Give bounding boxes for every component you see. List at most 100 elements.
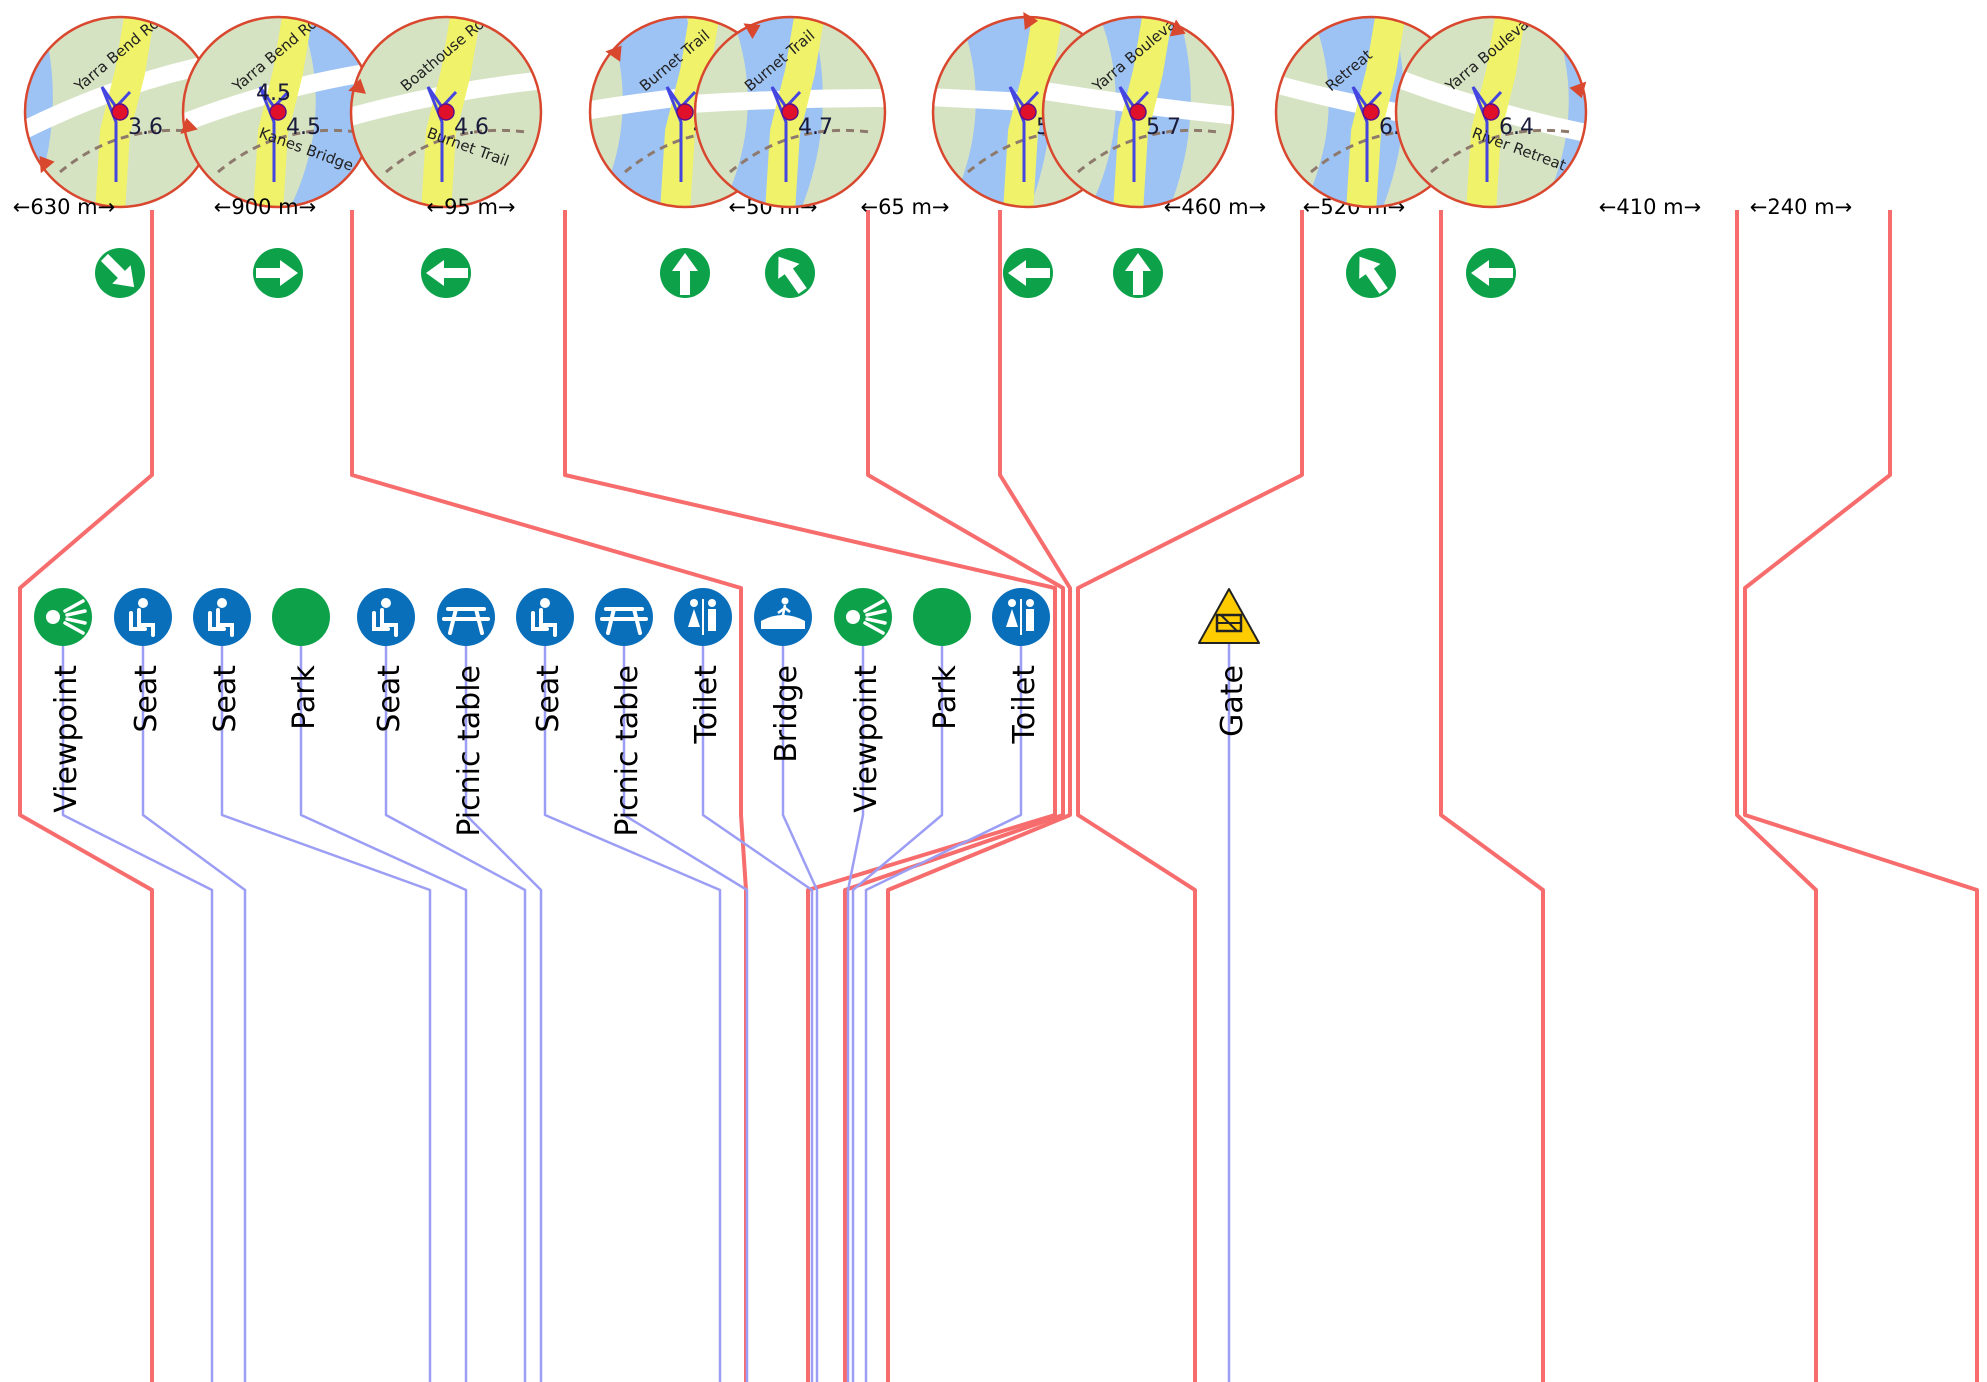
map-border [1041, 15, 1235, 209]
poi-connector-line [701, 640, 814, 1382]
map-position-dot [111, 103, 129, 121]
map-route-trace [770, 86, 802, 182]
map-position-dot [1019, 103, 1037, 121]
map-border [349, 15, 543, 209]
poi-marker [34, 588, 92, 646]
route-connector-line [1076, 210, 1304, 1382]
turn-arrow-up-icon [1113, 248, 1163, 298]
viewpoint-icon [834, 588, 892, 646]
distance-label: ←410 m→ [1599, 195, 1701, 219]
map-position-dot [1362, 103, 1380, 121]
map-km-label-top: 4.5 [256, 81, 291, 106]
poi-label: Toilet [689, 665, 724, 745]
turn-arrow-left-icon [1466, 248, 1516, 298]
distance-label: ←240 m→ [1750, 195, 1852, 219]
north-marker-icon [605, 45, 622, 62]
distance-label: ←95 m→ [426, 195, 515, 219]
picnic-table-icon [595, 588, 653, 646]
poi-marker [437, 588, 495, 646]
gate-icon [1198, 588, 1260, 644]
map-trail [217, 128, 359, 174]
poi-marker [992, 588, 1050, 646]
bridge-icon [754, 588, 812, 646]
poi-connector-line [851, 640, 944, 1382]
map-position-dot [1129, 103, 1147, 121]
poi-marker [674, 588, 732, 646]
poi-label: Viewpoint [49, 665, 84, 813]
map-km-label: 6.4 [1499, 115, 1534, 140]
poi-connector-line [543, 640, 722, 1382]
picnic-table-icon [437, 588, 495, 646]
map-km-label: 4.5 [286, 115, 321, 140]
park-icon [272, 588, 330, 646]
poi-connector-line [464, 640, 543, 1382]
poi-connector-line [781, 640, 819, 1382]
map-trail [729, 128, 871, 174]
distance-label: ←630 m→ [13, 195, 115, 219]
seat-icon [516, 588, 574, 646]
route-connector-line [18, 210, 154, 1382]
distance-label: ←65 m→ [860, 195, 949, 219]
north-marker-icon [1169, 19, 1186, 37]
poi-label: Bridge [769, 665, 804, 763]
poi-label: Viewpoint [849, 665, 884, 813]
poi-marker [516, 588, 574, 646]
map-route-trace [1471, 86, 1503, 182]
map-route-trace [258, 86, 290, 182]
poi-marker [595, 588, 653, 646]
turn-arrow-up-left-icon [1346, 248, 1396, 298]
poi-marker [193, 588, 251, 646]
poi-marker [913, 588, 971, 646]
route-connector-line [843, 210, 1065, 1382]
distance-label: ←900 m→ [214, 195, 316, 219]
seat-icon [114, 588, 172, 646]
turn-arrow-right-icon [253, 248, 303, 298]
poi-connector-line [220, 640, 432, 1382]
poi-label: Park [287, 664, 322, 729]
poi-connector-line [299, 640, 468, 1382]
map-trail [1077, 128, 1219, 174]
map-position-dot [781, 103, 799, 121]
route-connector-line [1743, 210, 1979, 1382]
poi-label: Park [928, 664, 963, 729]
toilet-icon [674, 588, 732, 646]
map-position-dot [437, 103, 455, 121]
map-water [1541, 17, 1586, 207]
map-position-dot [1482, 103, 1500, 121]
poi-connector-line [61, 640, 214, 1382]
map-position-dot [269, 103, 287, 121]
poi-label: Gate [1215, 665, 1250, 737]
turn-arrow-left-icon [421, 248, 471, 298]
map-km-label: 3.6 [128, 115, 163, 140]
seat-icon [357, 588, 415, 646]
route-connector-line [563, 210, 1057, 1382]
map-km-label: 4.6 [454, 115, 489, 140]
poi-marker [357, 588, 415, 646]
poi-connector-line [846, 640, 865, 1382]
map-route-trace [665, 86, 697, 182]
map-position-dot [676, 103, 694, 121]
poi-marker [1198, 588, 1260, 644]
route-connector-line [1735, 210, 1818, 1382]
map-border [693, 15, 887, 209]
poi-connector-line [622, 640, 749, 1382]
turn-arrow-down-right-icon [95, 248, 145, 298]
map-route-trace [1008, 86, 1040, 182]
turn-arrow-up-left-icon [765, 248, 815, 298]
poi-marker [754, 588, 812, 646]
poi-label: Seat [372, 665, 407, 733]
poi-marker [114, 588, 172, 646]
map-route-trace [1118, 86, 1150, 182]
poi-marker [834, 588, 892, 646]
poi-label: Picnic table [452, 665, 487, 837]
map-border [1394, 15, 1588, 209]
map-route-trace [426, 86, 458, 182]
park-icon [913, 588, 971, 646]
route-connector-line [350, 210, 748, 1382]
